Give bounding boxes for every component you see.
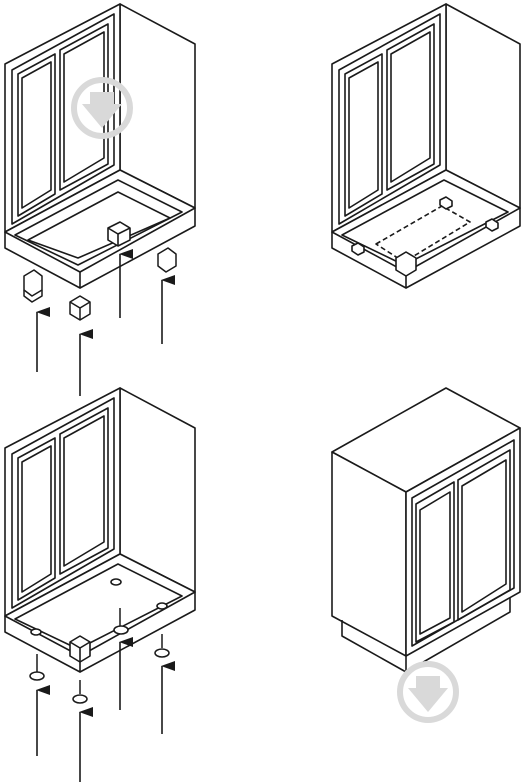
download-arrow-circle-icon xyxy=(71,77,133,139)
panel-3-cabinet-with-feet xyxy=(4,387,196,673)
leveling-foot-1 xyxy=(29,671,45,681)
leveling-foot-3 xyxy=(154,648,170,658)
panel-1-loose-parts xyxy=(23,247,177,321)
panel-2-cabinet-brackets-installed xyxy=(331,3,521,289)
panel-3-insertion-arrows xyxy=(36,637,175,782)
panel-3-leveling-feet xyxy=(29,608,170,704)
leveling-foot-2 xyxy=(72,694,88,704)
panel-1-cabinet-with-brackets xyxy=(4,3,196,289)
download-arrow-circle-icon xyxy=(397,661,459,723)
panel-1-insertion-arrows xyxy=(36,249,175,396)
panel-4-cabinet-upright xyxy=(331,387,521,673)
